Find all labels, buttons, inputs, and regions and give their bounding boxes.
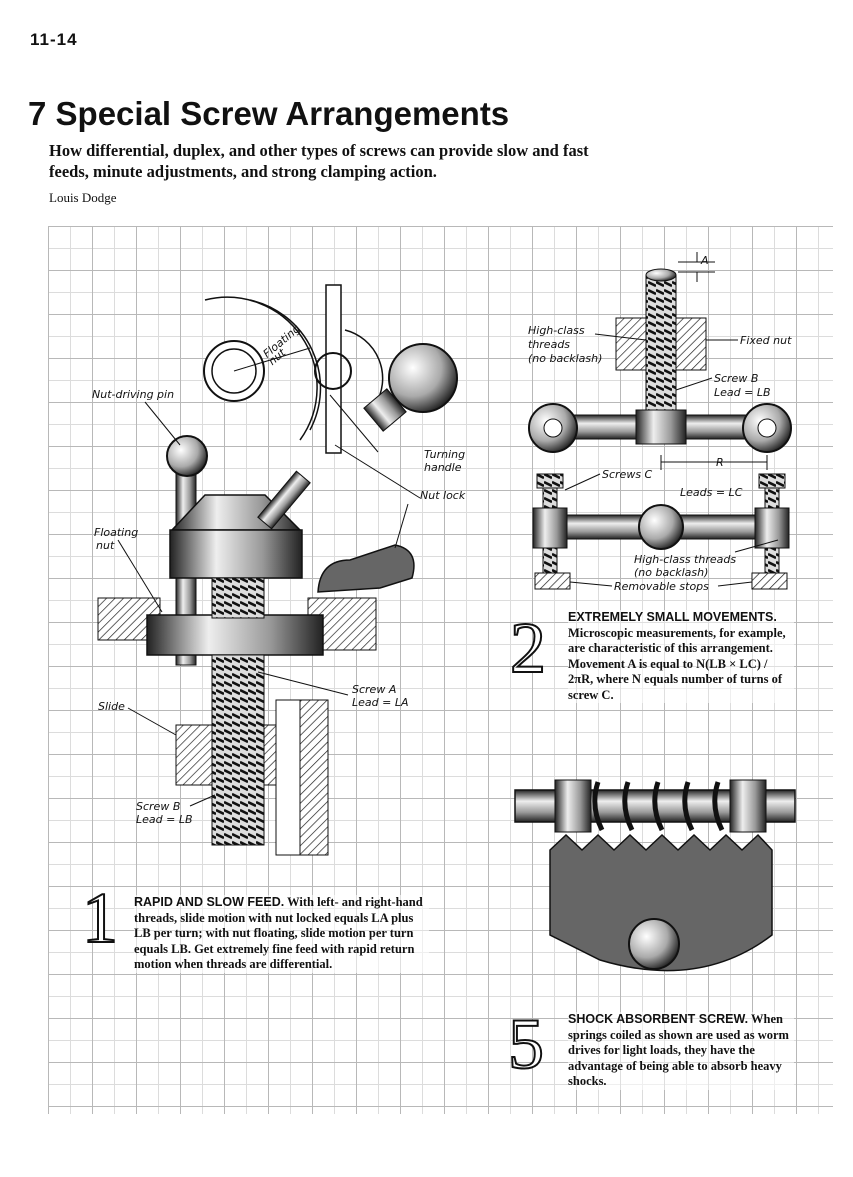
page-number: 11-14 xyxy=(30,30,78,49)
figure-5-heading: SHOCK ABSORBENT SCREW. xyxy=(568,1012,749,1026)
fig1-label-floating-nut-left-2: nut xyxy=(96,539,115,552)
fig2-label-removable-stops: Removable stops xyxy=(614,580,709,593)
figure-2-number: 2 xyxy=(509,608,547,688)
fig1-label-turning-handle-2: handle xyxy=(424,461,462,474)
fig2-label-high-class: High-class xyxy=(528,324,585,337)
figure-5-text: When springs coiled as shown are used as… xyxy=(568,1012,789,1088)
figure-2-heading: EXTREMELY SMALL MOVEMENTS. xyxy=(568,610,777,624)
fig2-label-screw-b: Screw B xyxy=(714,372,758,385)
fig2-label-lead-b: Lead = LB xyxy=(714,386,771,399)
author-name: Louis Dodge xyxy=(49,190,117,205)
figure-1-heading: RAPID AND SLOW FEED. xyxy=(134,895,285,909)
fig1-label-slide: Slide xyxy=(98,700,125,713)
fig2-label-threads: threads xyxy=(528,338,570,351)
figure-1-text: With left- and right-hand threads, slide… xyxy=(134,895,423,971)
page-title: 7 Special Screw Arrangements xyxy=(28,95,510,132)
fig1-label-floating-nut-left: Floating xyxy=(94,526,138,539)
fig1-label-screw-b: Screw B xyxy=(136,800,180,813)
figure-2-caption: EXTREMELY SMALL MOVEMENTS. Microscopic m… xyxy=(568,610,794,703)
figure-2-text: Microscopic measurements, for example, a… xyxy=(568,625,786,702)
fig1-label-nut-lock: Nut lock xyxy=(420,489,466,502)
fig2-label-r: R xyxy=(716,456,724,469)
fig2-label-screws-c: Screws C xyxy=(602,468,653,481)
fig2-label-a: A xyxy=(700,254,709,267)
fig1-label-nut-driving-pin: Nut-driving pin xyxy=(92,388,174,401)
fig1-label-lead-b: Lead = LB xyxy=(136,813,193,826)
fig2-label-high-class-threads: High-class threads xyxy=(634,553,736,566)
figure-5-number: 5 xyxy=(507,1004,545,1084)
fig1-label-screw-a: Screw A xyxy=(352,683,396,696)
fig1-label-turning-handle: Turning xyxy=(424,448,465,461)
fig2-label-no-backlash-2: (no backlash) xyxy=(634,566,708,579)
figure-1-number: 1 xyxy=(81,878,119,958)
fig1-label-lead-a: Lead = LA xyxy=(352,696,408,709)
figure-5-drawing xyxy=(514,779,796,972)
figure-5-caption: SHOCK ABSORBENT SCREW. When springs coil… xyxy=(568,1012,794,1090)
fig2-label-no-backlash: (no backlash) xyxy=(528,352,602,365)
figure-1-drawing: Floating nut Nut-driving pin Turning han… xyxy=(92,284,466,856)
page-subtitle: How differential, duplex, and other type… xyxy=(49,141,589,181)
fig2-label-leads-c: Leads = LC xyxy=(680,486,743,499)
fig2-label-fixed-nut: Fixed nut xyxy=(740,334,792,347)
figure-2-drawing: A High-class threads (no backlash) Fixed… xyxy=(528,252,792,593)
figure-1-caption: RAPID AND SLOW FEED. With left- and righ… xyxy=(134,895,429,973)
